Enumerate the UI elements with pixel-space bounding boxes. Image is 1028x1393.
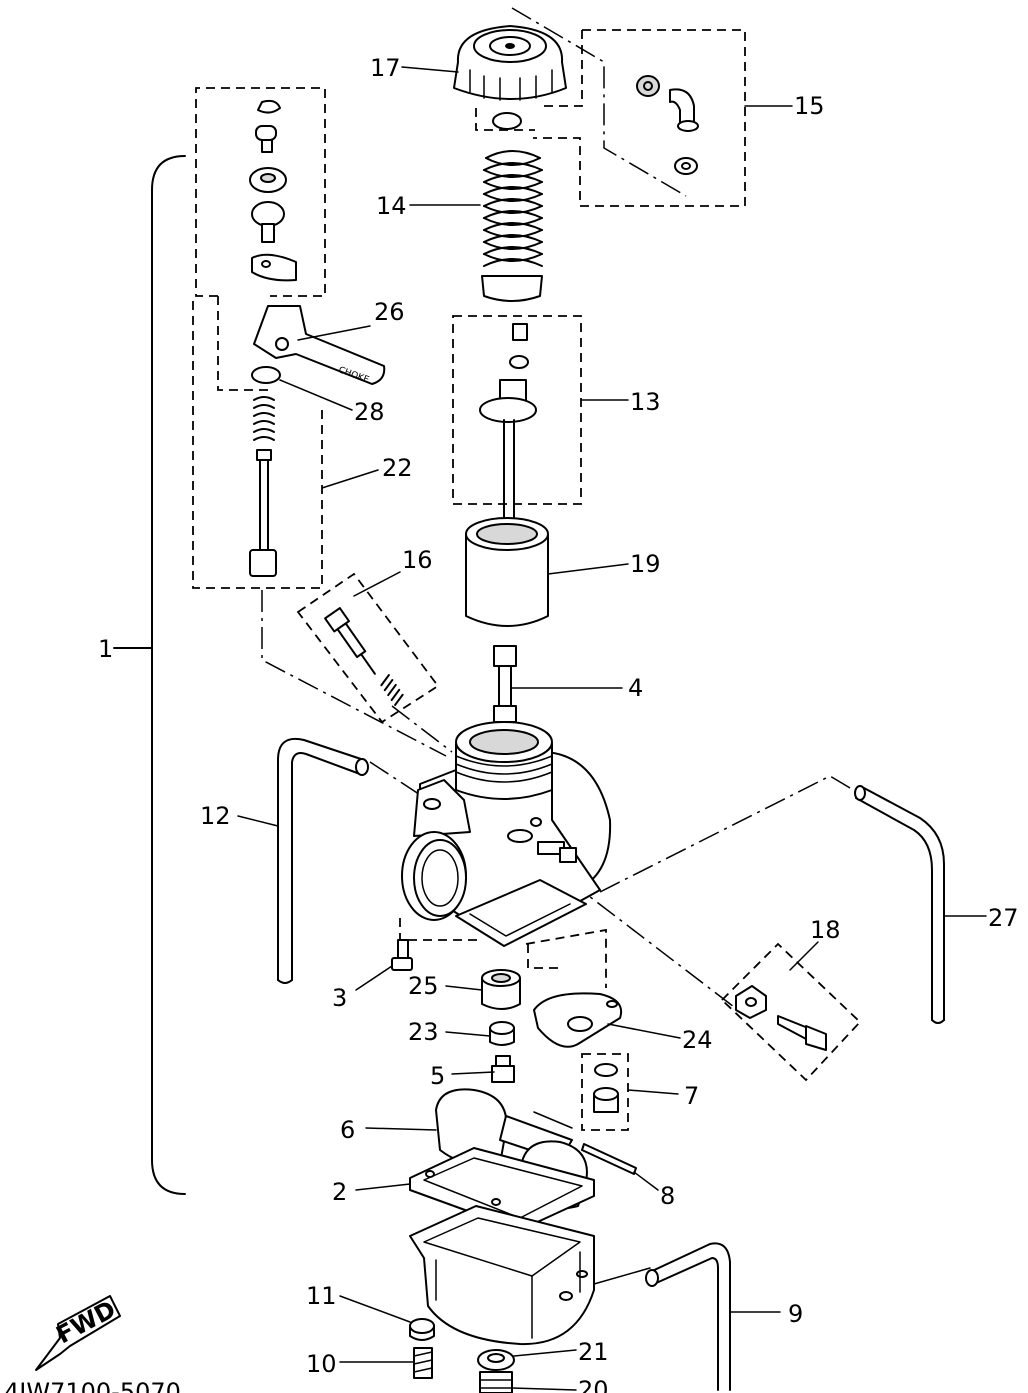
washer-11: [409, 1318, 435, 1334]
part-labels: 17 15 14 26 13 28 22 16 19 1 4 12 27 18 …: [98, 54, 1019, 1393]
label-13: 13: [630, 388, 661, 416]
hose-12: [277, 738, 365, 981]
assembly-line-16: [391, 705, 453, 753]
label-10: 10: [306, 1350, 337, 1378]
float-bowl: [409, 1205, 595, 1346]
assembly-bracket: [151, 155, 186, 1195]
label-15: 15: [794, 92, 825, 120]
screw-3: [391, 939, 413, 971]
washer-top: [492, 112, 522, 130]
bolt-10: [413, 1347, 433, 1379]
label-28: 28: [354, 398, 385, 426]
label-12: 12: [200, 802, 231, 830]
label-16: 16: [402, 546, 433, 574]
label-7: 7: [684, 1082, 699, 1110]
assembly-line-18: [567, 879, 739, 1011]
label-20: 20: [578, 1376, 609, 1393]
forward-arrow-label: FWD: [52, 1295, 121, 1349]
label-5: 5: [430, 1062, 445, 1090]
jet-holder-25: [481, 969, 521, 1010]
pilot-spring: [380, 674, 404, 706]
label-8: 8: [660, 1182, 675, 1210]
group-box-7: [581, 1053, 629, 1131]
hose-9: [649, 1242, 731, 1391]
throttle-valve-part: [465, 517, 549, 627]
starter-plunger-22: [249, 396, 277, 577]
label-26: 26: [374, 298, 405, 326]
pilot-screw-set: [324, 607, 376, 675]
starter-plunger-stack: [249, 99, 297, 282]
group-box-16: [296, 572, 440, 724]
group-box-18: [720, 942, 862, 1082]
leader-lines: [237, 66, 987, 1391]
drawing-code: 4JW7100-5070: [4, 1378, 181, 1393]
carburetor-body: [401, 721, 612, 947]
float-pin-8: [581, 1143, 637, 1175]
group-box-starter-parts: [192, 87, 326, 589]
label-9: 9: [788, 1300, 803, 1328]
main-jet-5: [491, 1055, 515, 1083]
plate-24: [533, 992, 622, 1048]
plug-21-20: [477, 1349, 515, 1393]
label-25: 25: [408, 972, 439, 1000]
label-18: 18: [810, 916, 841, 944]
label-19: 19: [630, 550, 661, 578]
label-1: 1: [98, 635, 113, 663]
forward-arrow: FWD: [35, 1295, 121, 1371]
drain-plug-7: [593, 1063, 619, 1113]
top-cap-part: [453, 25, 567, 101]
label-6: 6: [340, 1116, 355, 1144]
fitting-set-15: [636, 75, 699, 175]
label-23: 23: [408, 1018, 439, 1046]
hose-12-outline: [291, 752, 361, 981]
assembly-line-27: [599, 775, 861, 893]
needle-group-13: [479, 323, 537, 541]
washer-28: [251, 366, 281, 384]
throttle-spring-part: [481, 150, 543, 302]
label-4: 4: [628, 674, 643, 702]
hose-27: [855, 797, 933, 1021]
gasket-2: [409, 1147, 595, 1231]
group-box-13: [452, 315, 582, 505]
collar-23: [489, 1021, 515, 1046]
label-27: 27: [988, 904, 1019, 932]
group-box-15: [475, 29, 746, 207]
assembly-line-15: [511, 7, 687, 197]
label-3: 3: [332, 984, 347, 1012]
screw-set-18: [735, 985, 827, 1051]
label-22: 22: [382, 454, 413, 482]
label-21: 21: [578, 1338, 609, 1366]
label-17: 17: [370, 54, 401, 82]
needle-jet-part: [493, 645, 517, 737]
label-11: 11: [306, 1282, 337, 1310]
label-2: 2: [332, 1178, 347, 1206]
label-14: 14: [376, 192, 407, 220]
label-24: 24: [682, 1026, 713, 1054]
assembly-line-22: [261, 590, 447, 757]
